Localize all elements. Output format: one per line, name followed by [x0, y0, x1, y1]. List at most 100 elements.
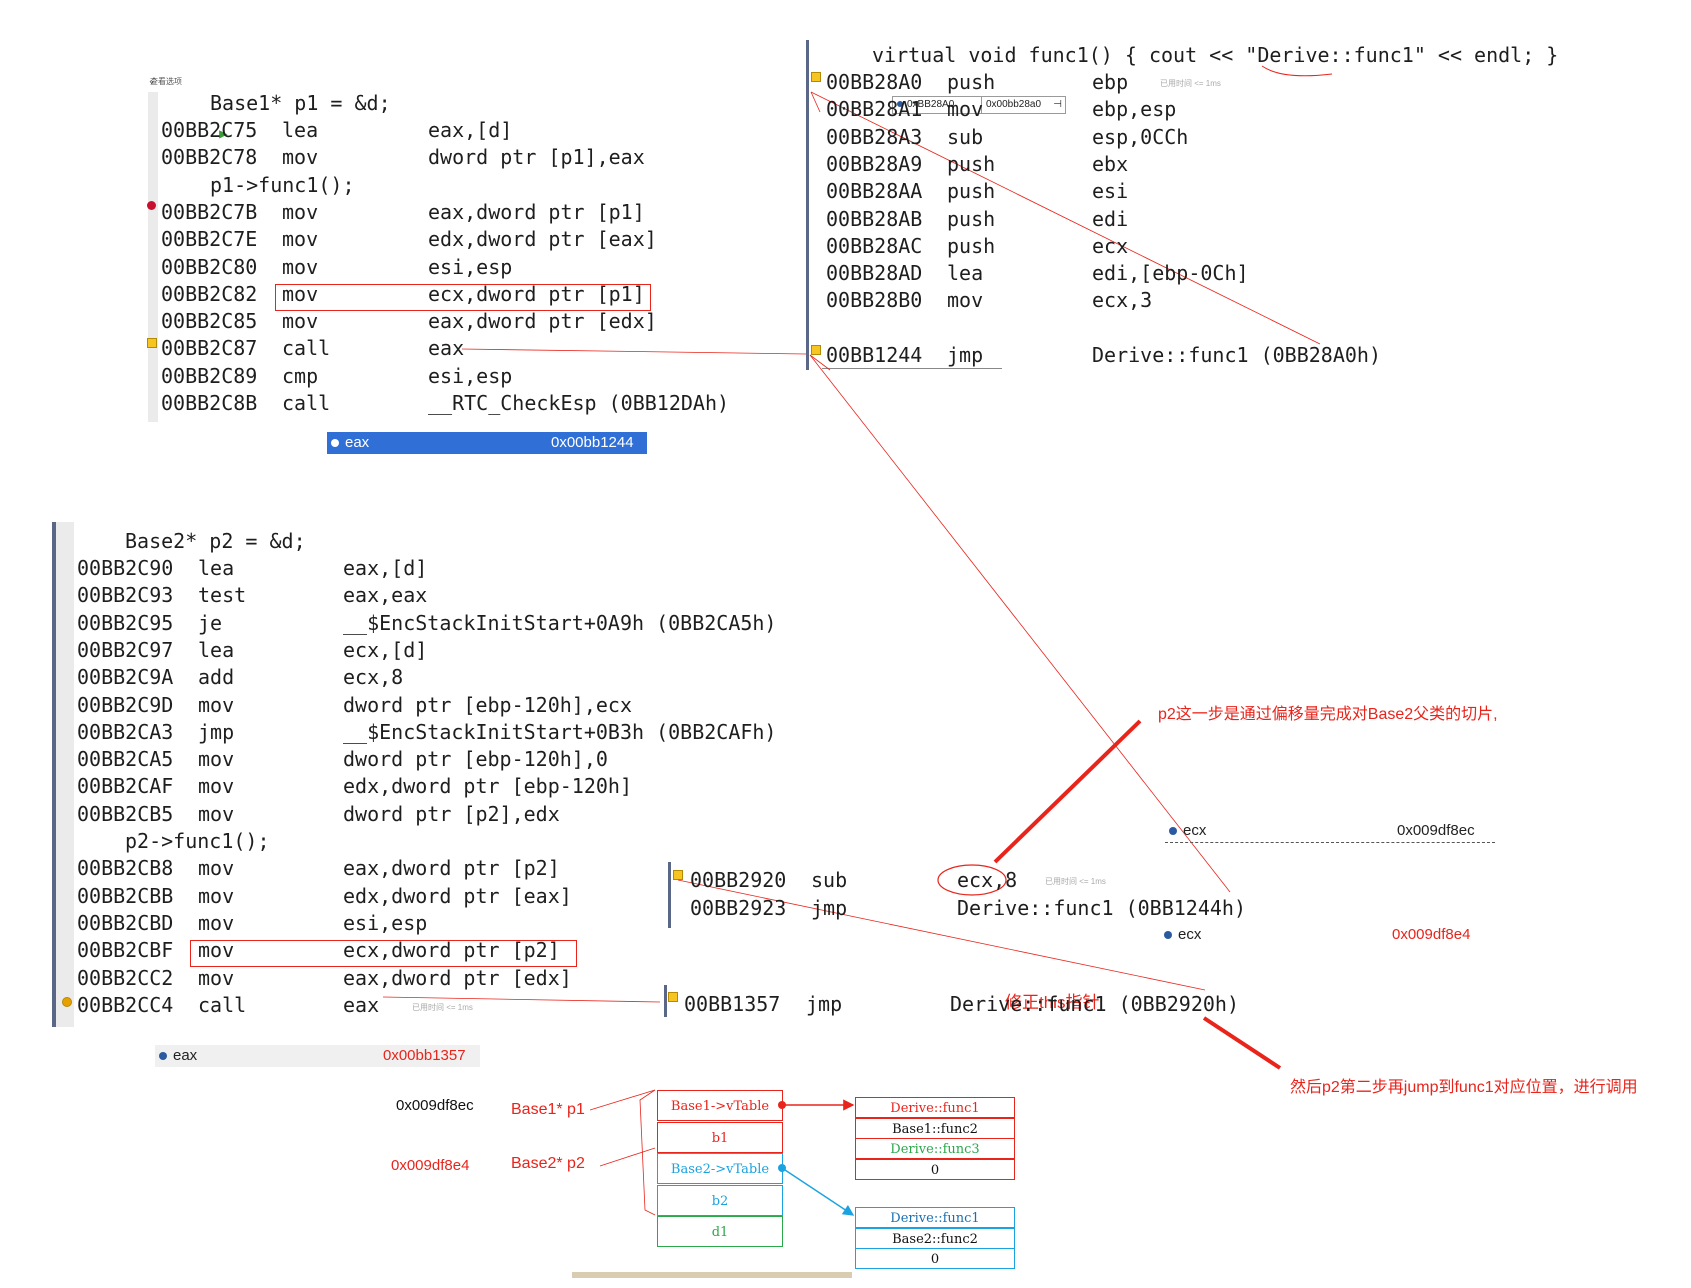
instruction-opcode: cmp [282, 363, 319, 388]
instruction-address: 00BB2923 [690, 895, 787, 920]
vtable2-pointer [781, 1167, 855, 1216]
instruction-operands: ecx,8 [957, 868, 1018, 892]
instruction-operands: ecx,dword ptr [p2] [343, 938, 560, 963]
view-options-label: 查看选项 [150, 77, 182, 86]
current-instruction-arrow-icon [668, 992, 678, 1002]
current-instruction-arrow-icon [147, 338, 157, 348]
instruction-opcode: jmp [947, 343, 984, 367]
current-instruction-arrow-icon [811, 72, 821, 82]
instruction-address: 00BB28AD [826, 261, 923, 286]
instruction-operands: __$EncStackInitStart+0B3h (0BB2CAFh) [343, 719, 777, 744]
instruction-opcode: mov [282, 309, 319, 334]
instruction-address: 00BB2CBD [77, 910, 174, 935]
fix-this-pointer-note: 修正this指针 [1005, 993, 1100, 1012]
instruction-opcode: mov [947, 288, 984, 313]
jmp2-to-sub-line [677, 879, 1206, 991]
instruction-address: 00BB1244 [826, 343, 923, 367]
watch-eax-block3[interactable]: eax 0x00bb1357 [155, 1045, 480, 1067]
instruction-operands: Derive::func1 (0BB2920h) [950, 992, 1239, 1016]
horizontal-scrollbar[interactable] [572, 1272, 852, 1278]
instruction-opcode: mov [198, 883, 235, 908]
watch-eax-block1[interactable]: eax 0x00bb1244 [327, 432, 647, 454]
instruction-opcode: mov [198, 801, 235, 826]
instruction-operands: esi [1092, 179, 1129, 204]
run-to-cursor-icon[interactable]: ▶ [219, 126, 228, 142]
instruction-opcode: jmp [806, 992, 843, 1016]
block2-jmp-gutter [806, 340, 809, 370]
tooltip-value: 0x00bb28a0 [981, 97, 1041, 113]
instruction-operands: eax,dword ptr [edx] [428, 309, 657, 334]
pin-icon[interactable] [1169, 827, 1177, 836]
instruction-address: 00BB28A3 [826, 124, 923, 149]
block5-gutter [664, 985, 667, 1017]
tooltip-name: 0xBB28A0 [907, 99, 955, 110]
instruction-opcode: mov [198, 938, 235, 963]
pin-icon[interactable] [331, 439, 339, 448]
instruction-address: 00BB28A0 [826, 70, 923, 94]
datatip-tooltip[interactable]: 0xBB28A0 0x00bb28a0 ⊣ [892, 96, 1066, 114]
address-p1: 0x009df8ec [396, 1097, 474, 1114]
instruction-operands: __RTC_CheckEsp (0BB12DAh) [428, 391, 730, 415]
block2-source-line: virtual void func1() { cout << "Derive::… [872, 43, 1559, 67]
instruction-address: 00BB28AA [826, 179, 923, 204]
source-line: p2->func1(); [125, 829, 270, 853]
instruction-opcode: mov [198, 856, 235, 881]
instruction-operands: eax,[d] [343, 556, 428, 580]
instruction-operands: esp,0CCh [1092, 124, 1189, 149]
block3-gutter [52, 522, 74, 1027]
pin-icon[interactable] [1164, 931, 1172, 940]
instruction-opcode: push [947, 151, 996, 176]
pin-toggle-icon[interactable]: ⊣ [1053, 99, 1062, 110]
breakpoint-icon[interactable] [147, 201, 156, 210]
instruction-address: 00BB28AB [826, 206, 923, 231]
elapsed-time-label: 已用时间 <= 1ms [1045, 877, 1106, 886]
watch-ecx-b[interactable]: ecx 0x009df8e4 [1160, 924, 1490, 946]
instruction-operands: edx,dword ptr [ebp-120h] [343, 774, 632, 799]
instruction-address: 00BB2C75 [161, 118, 258, 142]
collapse-chevron-icon[interactable]: ⌄ [149, 76, 155, 86]
instruction-address: 00BB28A1 [826, 97, 923, 122]
vtable1-cell: 0 [855, 1158, 1015, 1180]
instruction-operands: ebp,esp [1092, 97, 1177, 122]
instruction-opcode: push [947, 233, 996, 258]
instruction-opcode: mov [198, 774, 235, 799]
current-instruction-arrow-icon [62, 997, 72, 1007]
instruction-address: 00BB2CB5 [77, 801, 174, 826]
jmp-row-underline [822, 368, 1002, 369]
instruction-address: 00BB2CA5 [77, 747, 174, 772]
instruction-address: 00BB2C7E [161, 227, 258, 252]
vtable1-cell: Derive::func3 [855, 1138, 1015, 1159]
instruction-address: 00BB2CA3 [77, 719, 174, 744]
instruction-operands: ebx [1092, 151, 1129, 176]
vtable2-cell: 0 [855, 1248, 1015, 1269]
instruction-address: 00BB2920 [690, 868, 787, 892]
instruction-operands: ecx,dword ptr [p1] [428, 281, 645, 306]
highlight-box-block1 [275, 284, 651, 311]
instruction-operands: dword ptr [p1],eax [428, 145, 645, 170]
current-instruction-arrow-icon [673, 870, 683, 880]
watch-name: ecx [1178, 926, 1202, 943]
watch-ecx-a[interactable]: ecx 0x009df8ec [1165, 820, 1495, 843]
instruction-opcode: push [947, 179, 996, 204]
address-p2: 0x009df8e4 [391, 1157, 470, 1174]
instruction-operands: dword ptr [ebp-120h],0 [343, 747, 608, 772]
instruction-address: 00BB2CBF [77, 938, 174, 963]
instruction-opcode: lea [198, 637, 235, 662]
ecx-to-jmp-line [809, 354, 1231, 893]
instruction-address: 00BB2C85 [161, 309, 258, 334]
instruction-address: 00BB2CC4 [77, 992, 174, 1017]
instruction-opcode: je [198, 610, 223, 635]
pin-icon[interactable] [897, 101, 903, 107]
instruction-operands: eax [343, 992, 380, 1017]
pin-icon[interactable] [159, 1052, 167, 1061]
instruction-operands: ebp [1092, 70, 1129, 94]
instruction-operands: eax [428, 336, 465, 361]
instruction-address: 00BB1357 [684, 992, 781, 1016]
instruction-operands: esi,esp [343, 910, 428, 935]
elapsed-time-label: 已用时间 <= 1ms [1160, 79, 1221, 88]
instruction-opcode: call [282, 391, 331, 415]
instruction-address: 00BB28A9 [826, 151, 923, 176]
object-cell: b1 [657, 1121, 783, 1153]
source-line: p1->func1(); [210, 172, 355, 197]
instruction-address: 00BB2C90 [77, 556, 174, 580]
